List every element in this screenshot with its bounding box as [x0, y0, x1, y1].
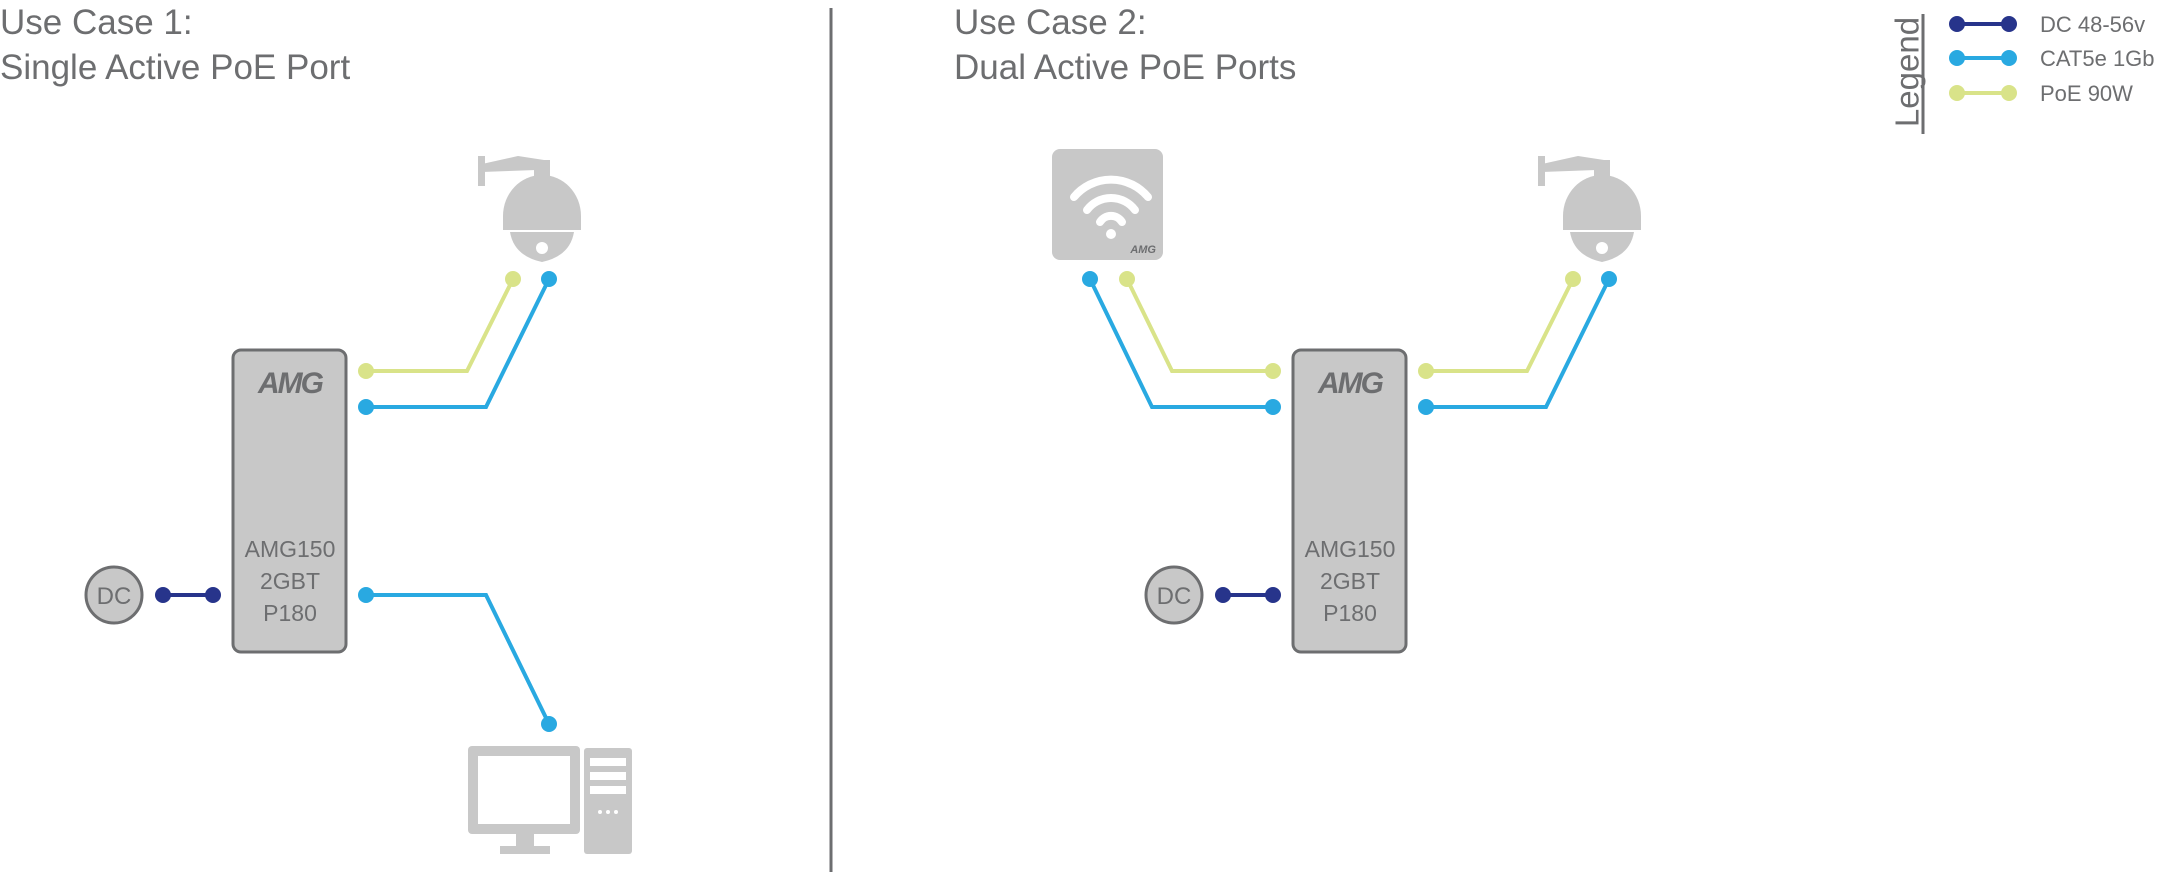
cable-endpoint [1418, 363, 1434, 379]
ptz-camera-icon [478, 156, 581, 262]
use-case-1-diagram: DC AMG AMG150 2GBT P180 [84, 156, 632, 854]
dc-label: DC [1157, 583, 1192, 610]
cable-endpoint [1119, 271, 1135, 287]
poe-cable-camera [366, 278, 515, 373]
use-case-2-diagram: AMG DC AMG AMG150 2GBT [1052, 149, 1641, 654]
cable-endpoint [505, 271, 521, 287]
cable-endpoint [1601, 271, 1617, 287]
device-model-line1: AMG150 [245, 536, 336, 562]
cat5e-cable-computer [366, 593, 551, 725]
legend-title: Legend [1889, 17, 1926, 127]
dc-power-icon: DC [84, 565, 144, 625]
device-model-line2: 2GBT [1320, 568, 1380, 594]
cable-endpoint [541, 271, 557, 287]
legend-label: DC 48-56v [2040, 12, 2145, 37]
cable-endpoint [1565, 271, 1581, 287]
cable-endpoint [541, 716, 557, 732]
use-case-2-title: Use Case 2: Dual Active PoE Ports [954, 0, 1296, 90]
legend-item-cat5e: CAT5e 1Gb [1949, 46, 2155, 71]
legend-item-dc: DC 48-56v [1949, 12, 2145, 37]
ptz-camera-icon [1538, 156, 1641, 262]
use-case-1-heading: Use Case 1: [0, 3, 193, 42]
cable-endpoint [1215, 587, 1231, 603]
cable-endpoint [155, 587, 171, 603]
access-point-brand: AMG [1129, 244, 1156, 256]
cable-endpoint [1265, 587, 1281, 603]
use-case-2-subheading: Dual Active PoE Ports [954, 48, 1297, 87]
use-case-1-title: Use Case 1: Single Active PoE Port [0, 0, 350, 90]
cable-endpoint [1265, 399, 1281, 415]
cat5e-cable-camera [366, 278, 551, 409]
cable-endpoint [1418, 399, 1434, 415]
wifi-access-point-icon: AMG [1052, 149, 1163, 260]
cable-endpoint [1082, 271, 1098, 287]
cat5e-cable-access-point [1088, 278, 1273, 409]
desktop-computer-icon [468, 746, 632, 854]
poe-cable-camera [1426, 278, 1575, 373]
cable-endpoint [358, 587, 374, 603]
device-brand: AMG [1317, 367, 1384, 400]
dc-label: DC [97, 583, 132, 610]
device-model-line3: P180 [263, 600, 317, 626]
amg-poe-extender: AMG AMG150 2GBT P180 [231, 348, 348, 654]
device-model-line3: P180 [1323, 600, 1377, 626]
use-case-2-heading: Use Case 2: [954, 3, 1147, 42]
device-brand: AMG [257, 367, 324, 400]
amg-poe-extender: AMG AMG150 2GBT P180 [1291, 348, 1408, 654]
use-case-1-subheading: Single Active PoE Port [0, 48, 351, 87]
device-model-line1: AMG150 [1305, 536, 1396, 562]
legend-label: CAT5e 1Gb [2040, 46, 2155, 71]
cable-endpoint [358, 399, 374, 415]
dc-power-icon: DC [1144, 565, 1204, 625]
legend: Legend DC 48-56v CAT5e 1Gb PoE 90W [1889, 12, 2155, 134]
legend-label: PoE 90W [2040, 81, 2133, 106]
legend-item-poe: PoE 90W [1949, 81, 2133, 106]
cat5e-cable-camera [1426, 278, 1611, 409]
cable-endpoint [358, 363, 374, 379]
cable-endpoint [1265, 363, 1281, 379]
device-model-line2: 2GBT [260, 568, 320, 594]
cable-endpoint [205, 587, 221, 603]
poe-cable-access-point [1125, 278, 1273, 373]
